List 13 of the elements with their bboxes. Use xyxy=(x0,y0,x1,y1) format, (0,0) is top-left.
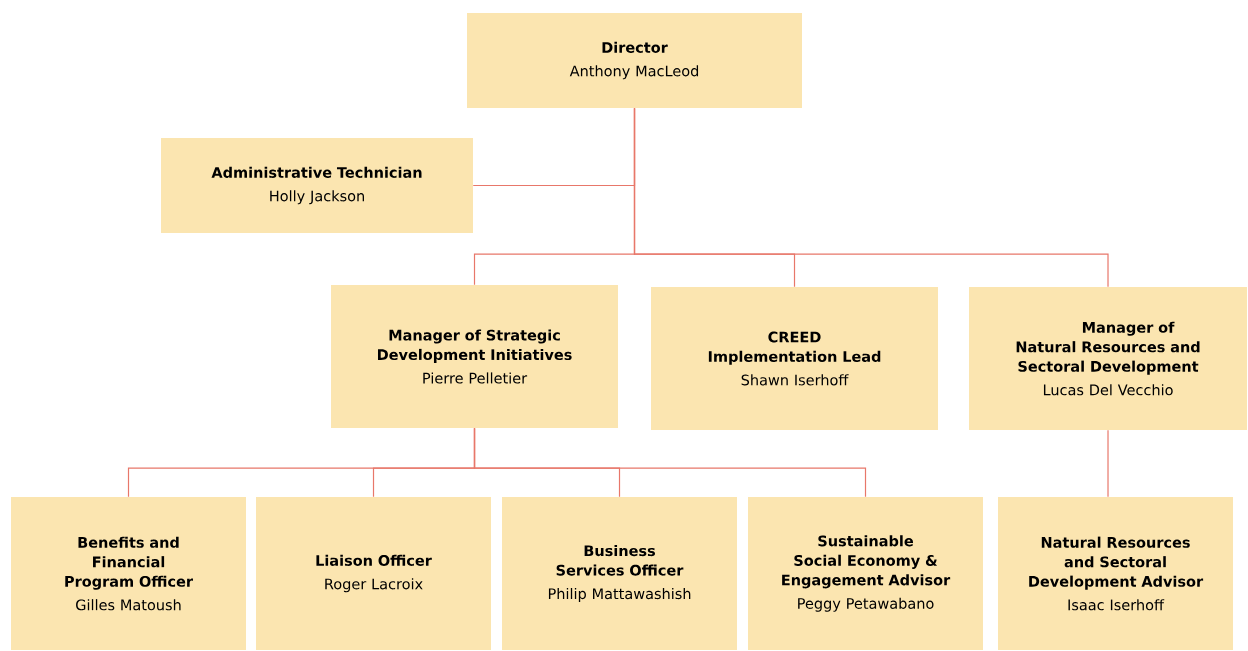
org-box: Sustainable Social Economy & Engagement Advisor Peggy Petawabano xyxy=(748,497,983,650)
connector-line xyxy=(1107,429,1109,498)
org-box: Business Services Officer Philip Mattawashish xyxy=(502,497,737,650)
org-box: Benefits and Financial Program Officer Gilles Matoush xyxy=(11,497,246,650)
org-box: Liaison Officer Roger Lacroix xyxy=(256,497,491,650)
org-box: Director Anthony MacLeod xyxy=(467,13,802,108)
connector-line xyxy=(473,427,867,498)
org-box: Natural Resources and Sectoral Development Advisor Isaac Iserhoff xyxy=(998,497,1233,650)
org-box: Administrative Technician Holly Jackson xyxy=(161,138,473,233)
connector-line xyxy=(633,107,1109,288)
org-box: CREED Implementation Lead Shawn Iserhoff xyxy=(651,287,938,430)
org-box: Manager of Natural Resources and Sectoral Development Lucas Del Vecchio xyxy=(969,287,1247,430)
org-box: Manager of Strategic Development Initiatives Pierre Pelletier xyxy=(331,285,618,428)
